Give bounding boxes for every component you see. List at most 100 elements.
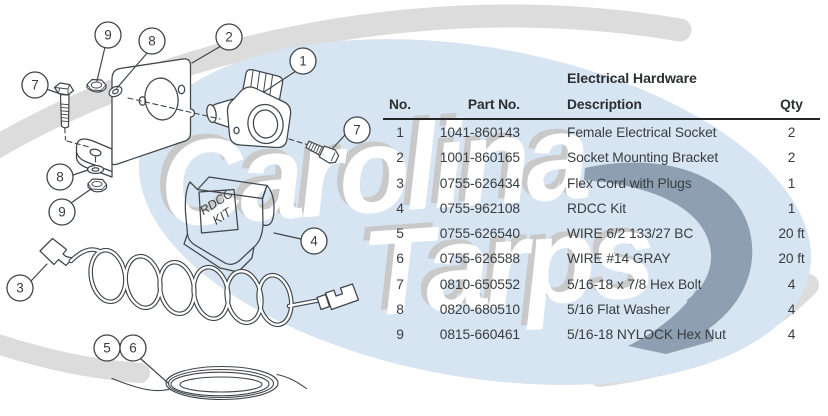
wire-coil-drawing: [111, 365, 308, 401]
cell-part: 0815-660461: [439, 327, 520, 343]
column-header-no: No.: [389, 97, 411, 112]
cell-qty: 2: [787, 150, 796, 166]
table-row: 1 1041-860143 Female Electrical Socket 2: [383, 120, 820, 145]
cell-no: 4: [396, 200, 404, 216]
callout-circle-icon: [119, 334, 147, 362]
callout-9: 9: [94, 21, 122, 82]
cell-no: 1: [396, 125, 404, 140]
cell-desc: 5/16-18 NYLOCK Hex Nut: [567, 327, 726, 343]
table-row: 9 0815-660461 5/16-18 NYLOCK Hex Nut 4: [383, 322, 820, 347]
callout-circle-icon: [289, 47, 317, 75]
female-electrical-socket-drawing: [206, 69, 292, 149]
callout-2: 2: [191, 23, 243, 64]
watermark-arrow-icon: [584, 162, 753, 354]
cell-desc: 5/16-18 x 7/8 Hex Bolt: [567, 276, 702, 292]
cell-part: 0755-962108: [439, 200, 520, 216]
callout-number: 2: [225, 30, 233, 45]
cell-qty: 20 ft: [778, 226, 805, 242]
callout-circle-icon: [94, 21, 122, 49]
cell-desc: Socket Mounting Bracket: [567, 150, 719, 166]
callout-number: 4: [310, 234, 318, 249]
flat-washer-top-drawing: [108, 85, 123, 98]
callout-1: 1: [263, 47, 317, 93]
cell-qty: 1: [787, 175, 796, 191]
callout-circle-icon: [300, 227, 328, 255]
table-row: 5 0755-626540 WIRE 6/2 133/27 BC 20 ft: [383, 221, 820, 246]
callout-circle-icon: [343, 116, 371, 144]
cell-qty: 4: [787, 327, 796, 343]
callout-6: 6: [119, 334, 169, 384]
callout-7: 7: [332, 116, 371, 149]
callout-9: 9: [48, 188, 92, 226]
callout-number: 3: [16, 281, 24, 296]
callout-circle-icon: [48, 198, 76, 226]
callout-number: 8: [56, 170, 64, 185]
cell-desc: RDCC Kit: [567, 200, 626, 216]
callout-number: 7: [31, 78, 39, 93]
cell-no: 8: [396, 302, 404, 318]
cell-qty: 2: [787, 125, 796, 140]
table-header-row: No. Part No. Description Qty: [383, 92, 820, 118]
watermark-line2: Tarps: [358, 186, 656, 342]
cell-desc: Female Electrical Socket: [567, 125, 717, 140]
cell-qty: 4: [787, 276, 796, 292]
flat-washer-bottom-drawing: [86, 164, 105, 175]
cell-qty: 4: [787, 302, 796, 318]
table-row: 7 0810-650552 5/16-18 x 7/8 Hex Bolt 4: [383, 272, 820, 297]
column-header-qty: Qty: [780, 97, 803, 112]
callout-circle-icon: [46, 163, 74, 191]
cell-no: 3: [396, 175, 404, 191]
callout-8: 8: [46, 163, 89, 191]
callout-7: 7: [21, 71, 59, 99]
cell-part: 0755-626434: [439, 175, 520, 191]
watermark-oval-icon: [138, 39, 812, 385]
parts-table: Electrical Hardware No. Part No. Descrip…: [383, 66, 820, 348]
header-rule: [383, 118, 820, 120]
cell-desc: WIRE 6/2 133/27 BC: [567, 226, 694, 242]
callout-number: 9: [104, 28, 112, 43]
cell-part: 1041-860143: [439, 125, 520, 140]
cell-desc: Flex Cord with Plugs: [567, 175, 692, 191]
callout-4: 4: [273, 227, 328, 255]
rdcc-kit-box-drawing: RDCC KIT: [183, 176, 275, 273]
cell-no: 7: [396, 276, 404, 292]
table-row: 4 0755-962108 RDCC Kit 1: [383, 196, 820, 221]
callout-number: 7: [353, 123, 361, 138]
callout-number: 6: [129, 341, 137, 356]
callout-8: 8: [116, 27, 166, 89]
cell-no: 6: [396, 251, 404, 267]
cell-no: 9: [396, 327, 404, 343]
cell-no: 2: [396, 150, 404, 166]
cell-qty: 1: [787, 200, 796, 216]
callout-circle-icon: [215, 23, 243, 51]
cell-part: 0755-626540: [439, 226, 520, 242]
cell-desc: 5/16 Flat Washer: [567, 302, 670, 318]
assembly-dashed-lines: [64, 97, 308, 165]
callout-circle-icon: [6, 274, 34, 302]
flex-cord-drawing: [39, 237, 360, 328]
cell-part: 0810-650552: [439, 276, 520, 292]
callout-circle-icon: [21, 71, 49, 99]
callout-number: 9: [58, 205, 66, 220]
callout-number: 5: [103, 341, 111, 356]
watermark-line2-shadow: Tarps: [352, 182, 650, 338]
callout-number: 1: [299, 54, 307, 69]
table-row: 2 1001-860165 Socket Mounting Bracket 2: [383, 145, 820, 170]
callout-circle-icon: [138, 27, 166, 55]
callout-3: 3: [6, 263, 48, 302]
cell-no: 5: [396, 226, 404, 242]
table-title: Electrical Hardware: [567, 71, 697, 87]
cell-qty: 20 ft: [778, 251, 805, 267]
cell-part: 1001-860165: [439, 150, 520, 166]
callout-5: 5: [93, 334, 121, 362]
cell-part: 0755-626588: [439, 251, 520, 267]
column-header-desc: Description: [567, 97, 642, 112]
column-header-part: Part No.: [467, 97, 520, 112]
